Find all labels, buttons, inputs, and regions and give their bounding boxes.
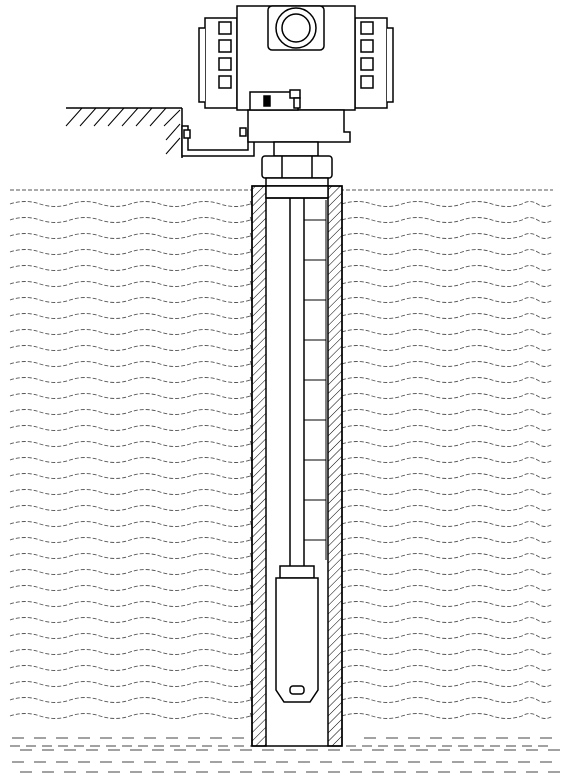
water-wave [341, 457, 554, 463]
water-wave [341, 265, 554, 271]
water-wave [341, 281, 554, 287]
water-wave [9, 473, 253, 479]
mounting-bracket [181, 125, 255, 157]
water-wave [9, 361, 253, 367]
water-wave [341, 361, 554, 367]
water-wave [9, 345, 253, 351]
water-wave [341, 425, 554, 431]
water-wave [341, 473, 554, 479]
water-wave [9, 569, 253, 575]
water-wave [9, 489, 253, 495]
water-wave [341, 617, 554, 623]
water-wave [9, 329, 253, 335]
water-wave [341, 569, 554, 575]
water-wave [341, 649, 554, 655]
water-wave [341, 713, 554, 719]
water-wave [341, 249, 554, 255]
submersible-probe [275, 565, 319, 703]
water-wave [9, 697, 253, 703]
suspension-cable [289, 198, 305, 566]
water-wave [9, 633, 253, 639]
water-wave [341, 585, 554, 591]
water-wave [341, 537, 554, 543]
water-wave [9, 457, 253, 463]
water-wave [341, 297, 554, 303]
water-wave [9, 521, 253, 527]
stilling-pipe [251, 185, 343, 747]
water-wave [341, 313, 554, 319]
water-wave [341, 665, 554, 671]
water-wave [9, 233, 253, 239]
water-wave [341, 505, 554, 511]
water-wave [9, 377, 253, 383]
water-wave [9, 313, 253, 319]
water-wave [341, 521, 554, 527]
water-wave [9, 681, 253, 687]
transmitter-housing [198, 5, 394, 143]
water-wave [9, 649, 253, 655]
water-wave [341, 329, 554, 335]
water-wave [341, 233, 554, 239]
water-wave [341, 409, 554, 415]
water-wave [341, 441, 554, 447]
water-wave [9, 553, 253, 559]
water-wave [9, 393, 253, 399]
water-wave [9, 297, 253, 303]
water-wave [341, 697, 554, 703]
water-wave [9, 441, 253, 447]
water-wave [341, 377, 554, 383]
cable-gland [249, 89, 301, 111]
water-wave [9, 585, 253, 591]
water-wave [9, 281, 253, 287]
cable-scale [304, 200, 327, 560]
water-body [9, 201, 554, 719]
water-wave [9, 617, 253, 623]
water-wave [9, 265, 253, 271]
water-wave [341, 345, 554, 351]
water-wave [9, 201, 253, 207]
water-wave [9, 409, 253, 415]
water-wave [341, 489, 554, 495]
water-wave [341, 681, 554, 687]
bottom-sediment [10, 737, 560, 773]
water-wave [341, 633, 554, 639]
water-wave [341, 201, 554, 207]
water-wave [9, 537, 253, 543]
hex-nut [261, 141, 333, 187]
water-wave [341, 553, 554, 559]
water-wave [9, 217, 253, 223]
water-wave [341, 601, 554, 607]
water-wave [9, 249, 253, 255]
water-wave [9, 713, 253, 719]
water-wave [9, 665, 253, 671]
water-wave [341, 217, 554, 223]
water-wave [9, 505, 253, 511]
water-wave [9, 601, 253, 607]
water-wave [341, 393, 554, 399]
water-wave [9, 425, 253, 431]
wall-support [65, 107, 183, 158]
